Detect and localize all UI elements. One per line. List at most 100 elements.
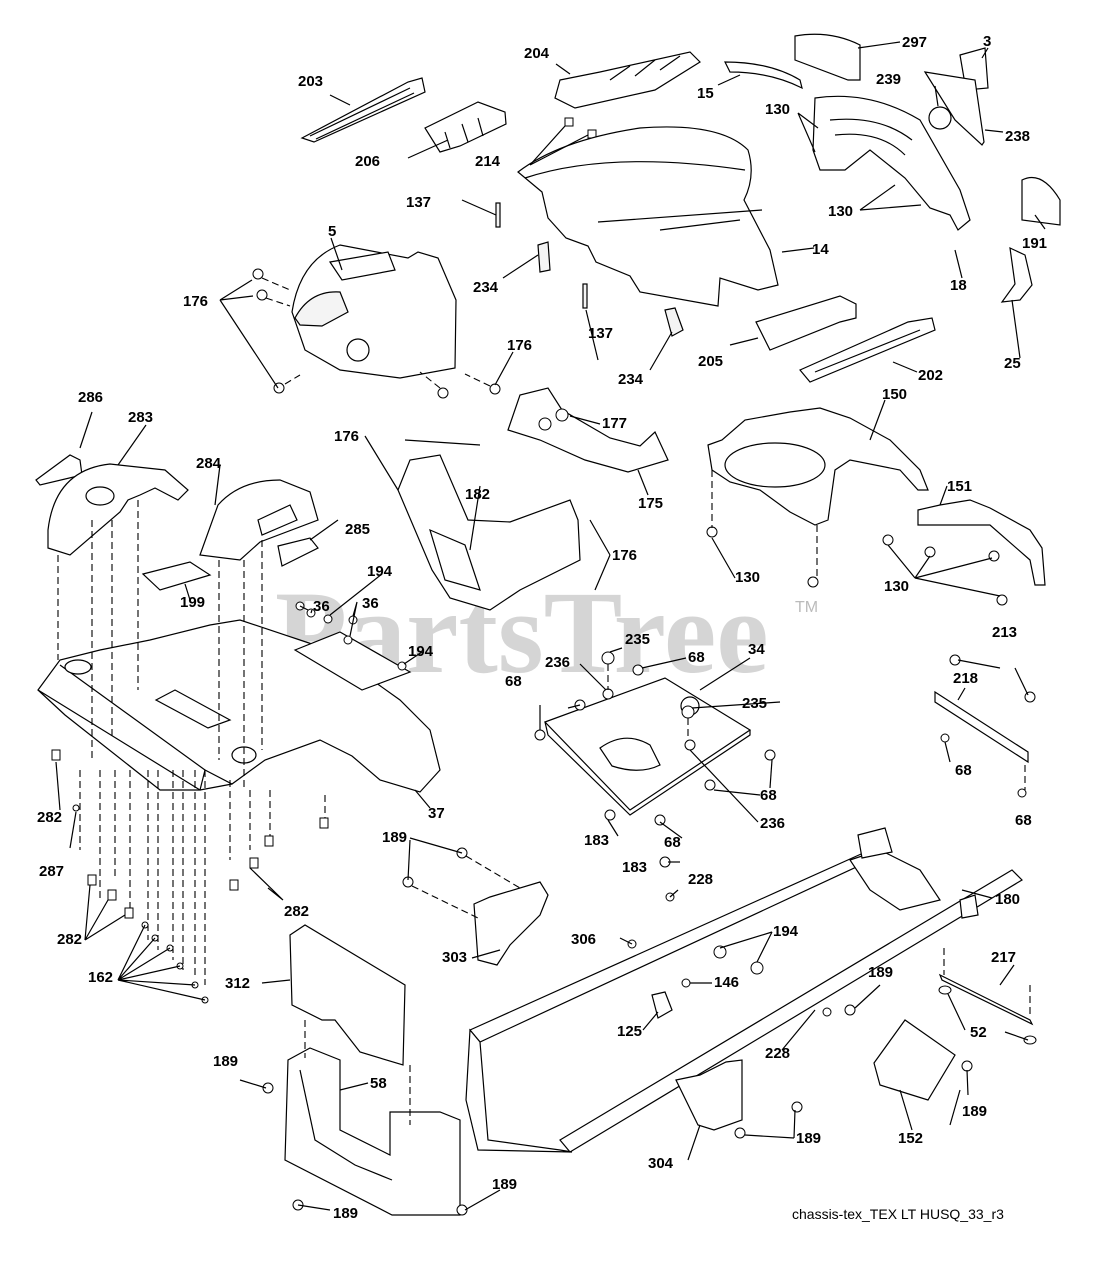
part-206-bracket[interactable]: [424, 101, 507, 153]
callout-176[interactable]: 176: [183, 293, 208, 310]
part-282-clip[interactable]: [107, 889, 117, 901]
callout-189[interactable]: 189: [213, 1053, 238, 1070]
part-282-clip[interactable]: [229, 879, 239, 891]
callout-282[interactable]: 282: [284, 903, 309, 920]
callout-152[interactable]: 152: [898, 1130, 923, 1147]
part-236-nut[interactable]: [602, 688, 614, 700]
callout-183[interactable]: 183: [584, 832, 609, 849]
callout-287[interactable]: 287: [39, 863, 64, 880]
part-287-screw[interactable]: [72, 804, 80, 812]
part-239-ring[interactable]: [928, 106, 952, 130]
part-194-nut[interactable]: [323, 614, 333, 624]
callout-189[interactable]: 189: [382, 829, 407, 846]
part-282-clip[interactable]: [124, 907, 134, 919]
callout-206[interactable]: 206: [355, 153, 380, 170]
callout-189[interactable]: 189: [796, 1130, 821, 1147]
callout-205[interactable]: 205: [698, 353, 723, 370]
callout-312[interactable]: 312: [225, 975, 250, 992]
part-176-bolt[interactable]: [252, 268, 264, 280]
callout-183[interactable]: 183: [622, 859, 647, 876]
callout-176[interactable]: 176: [334, 428, 359, 445]
callout-189[interactable]: 189: [492, 1176, 517, 1193]
part-235-spacer[interactable]: [601, 651, 615, 665]
part-189-bolt[interactable]: [961, 1060, 973, 1072]
callout-68[interactable]: 68: [955, 762, 972, 779]
callout-130[interactable]: 130: [765, 101, 790, 118]
part-130-screw[interactable]: [807, 576, 819, 588]
part-199-plate[interactable]: [141, 561, 212, 591]
part-68-bolt[interactable]: [534, 729, 546, 741]
part-218-bracket[interactable]: [934, 690, 1029, 764]
callout-191[interactable]: 191: [1022, 235, 1047, 252]
part-68-bolt[interactable]: [704, 779, 716, 791]
callout-36[interactable]: 36: [362, 595, 379, 612]
part-15-trim[interactable]: [724, 61, 803, 90]
part-68-bolt[interactable]: [654, 814, 666, 826]
callout-15[interactable]: 15: [697, 85, 714, 102]
callout-176[interactable]: 176: [507, 337, 532, 354]
callout-194[interactable]: 194: [773, 923, 799, 940]
part-189-bolt[interactable]: [844, 1004, 856, 1016]
part-52-bushing[interactable]: [1023, 1035, 1037, 1045]
part-303-shield[interactable]: [473, 881, 549, 966]
callout-234[interactable]: 234: [473, 279, 499, 296]
callout-236[interactable]: 236: [760, 815, 785, 832]
callout-68[interactable]: 68: [664, 834, 681, 851]
part-205-bracket[interactable]: [755, 295, 857, 351]
callout-130[interactable]: 130: [884, 578, 909, 595]
part-282-clip[interactable]: [51, 749, 61, 761]
callout-204[interactable]: 204: [524, 45, 550, 62]
part-176-bolt[interactable]: [489, 383, 501, 395]
callout-58[interactable]: 58: [370, 1075, 387, 1092]
callout-228[interactable]: 228: [765, 1045, 790, 1062]
callout-238[interactable]: 238: [1005, 128, 1030, 145]
callout-282[interactable]: 282: [37, 809, 62, 826]
callout-36[interactable]: 36: [313, 598, 330, 615]
part-189-bolt[interactable]: [791, 1101, 803, 1113]
callout-68[interactable]: 68: [505, 673, 522, 690]
part-68-bolt[interactable]: [764, 749, 776, 761]
part-203-trim[interactable]: [300, 77, 426, 143]
part-236-nut[interactable]: [684, 739, 696, 751]
callout-297[interactable]: 297: [902, 34, 927, 51]
part-285-bezel[interactable]: [277, 537, 319, 567]
callout-177[interactable]: 177: [602, 415, 627, 432]
part-150-shroud[interactable]: [707, 407, 929, 526]
part-182-lower-dash[interactable]: [397, 454, 581, 611]
part-183-bolt[interactable]: [604, 809, 616, 821]
callout-239[interactable]: 239: [876, 71, 901, 88]
callout-180[interactable]: 180: [995, 891, 1020, 908]
part-146-clip[interactable]: [681, 978, 691, 988]
part-176-bolt[interactable]: [256, 289, 268, 301]
part-191-weight[interactable]: [1021, 176, 1061, 226]
callout-130[interactable]: 130: [735, 569, 760, 586]
part-204-vent[interactable]: [554, 51, 701, 109]
part-25-trim[interactable]: [1000, 246, 1033, 303]
callout-5[interactable]: 5: [328, 223, 336, 240]
callout-235[interactable]: 235: [625, 631, 650, 648]
part-238-grille[interactable]: [923, 71, 985, 146]
callout-282[interactable]: 282: [57, 931, 82, 948]
callout-146[interactable]: 146: [714, 974, 739, 991]
callout-37[interactable]: 37: [428, 805, 445, 822]
callout-3[interactable]: 3: [983, 33, 991, 50]
part-137-pin[interactable]: [495, 202, 501, 228]
callout-68[interactable]: 68: [1015, 812, 1032, 829]
callout-217[interactable]: 217: [991, 949, 1016, 966]
part-68-bolt[interactable]: [1017, 788, 1027, 798]
callout-214[interactable]: 214: [475, 153, 501, 170]
callout-68[interactable]: 68: [688, 649, 705, 666]
callout-286[interactable]: 286: [78, 389, 103, 406]
callout-175[interactable]: 175: [638, 495, 663, 512]
part-194-nut[interactable]: [750, 961, 764, 975]
callout-162[interactable]: 162: [88, 969, 113, 986]
part-282-clip[interactable]: [264, 835, 274, 847]
callout-194[interactable]: 194: [408, 643, 434, 660]
part-18-grille[interactable]: [812, 95, 971, 231]
callout-285[interactable]: 285: [345, 521, 370, 538]
callout-194[interactable]: 194: [367, 563, 393, 580]
part-175-bracket[interactable]: [507, 387, 669, 473]
callout-137[interactable]: 137: [406, 194, 431, 211]
part-176-bolt[interactable]: [437, 387, 449, 399]
callout-218[interactable]: 218: [953, 670, 978, 687]
